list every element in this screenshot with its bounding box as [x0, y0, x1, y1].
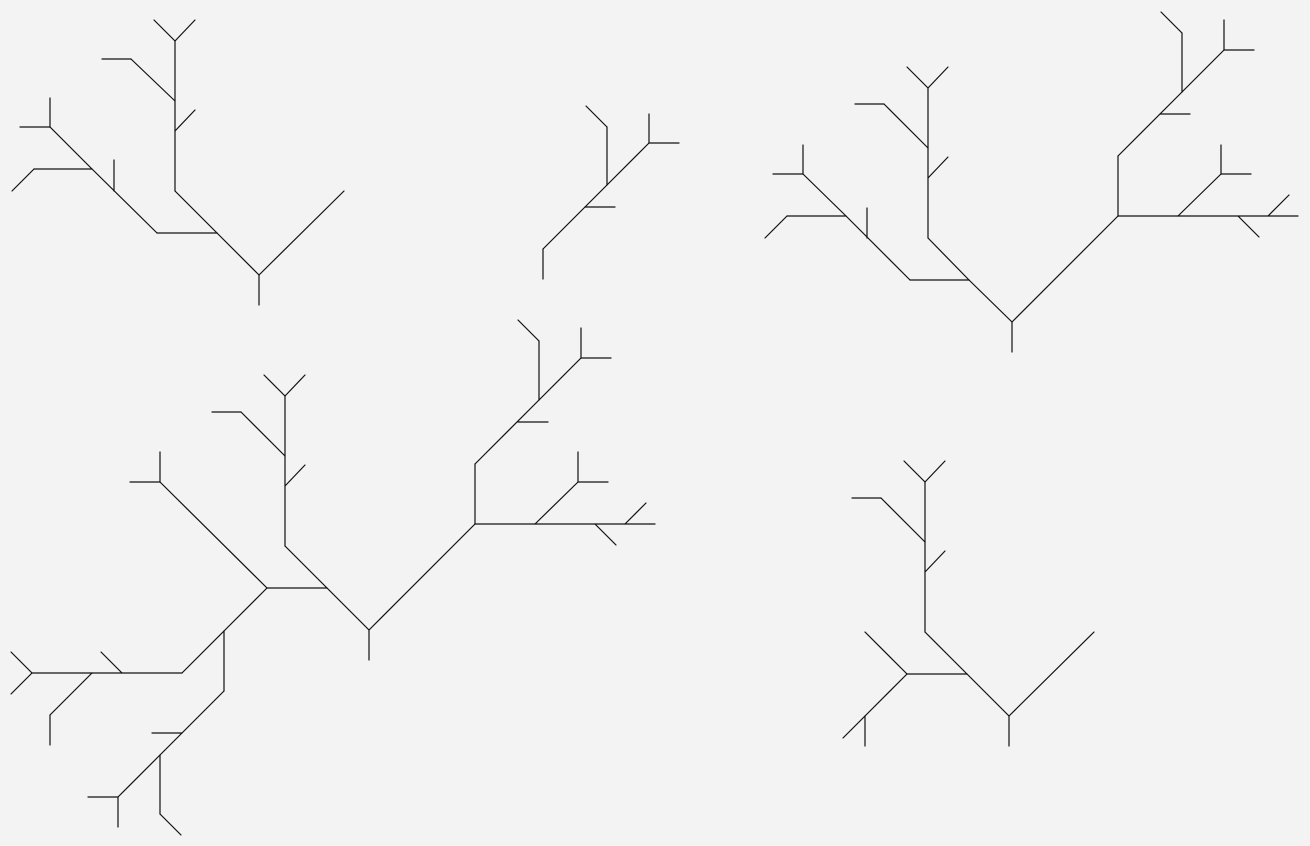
branch-segment: [538, 357, 582, 401]
branch-segment: [517, 319, 540, 342]
branch-segment: [174, 190, 218, 234]
branch-segment: [368, 523, 476, 631]
branch-segment: [542, 184, 608, 250]
branch-segment: [624, 502, 647, 525]
branch-segment: [10, 672, 33, 695]
branch-segment: [284, 374, 306, 397]
branch-segment: [100, 651, 123, 674]
branch-segment: [802, 173, 847, 217]
branch-segment: [1117, 91, 1183, 157]
branch-segment: [117, 754, 161, 798]
branch-segment: [966, 673, 1010, 717]
branch-segment: [174, 109, 196, 132]
branch-segment: [1177, 173, 1222, 217]
branch-segment: [240, 411, 286, 457]
branch-segment: [924, 550, 946, 573]
branch-segment: [49, 126, 93, 170]
branch-segment: [174, 19, 196, 42]
branch-segment: [864, 673, 908, 717]
branch-segment: [159, 690, 225, 756]
branch-segment: [1237, 215, 1260, 238]
branching-figure-small-top-center: [542, 105, 680, 280]
branch-segment: [1008, 631, 1095, 717]
branch-segment: [845, 215, 911, 281]
branch-segment: [880, 497, 926, 543]
branch-segment: [263, 374, 286, 397]
branch-segment: [130, 58, 176, 102]
branch-segment: [11, 168, 35, 192]
branch-segment: [216, 232, 260, 276]
branch-segment: [181, 630, 225, 674]
branching-figure-top-right: [764, 11, 1299, 353]
branch-segment: [1160, 11, 1183, 34]
branch-segment: [594, 523, 617, 546]
branch-segment: [284, 545, 328, 589]
branch-segment: [842, 715, 866, 739]
branch-segment: [284, 464, 306, 487]
branch-segment: [258, 190, 345, 276]
branch-segment: [91, 168, 158, 234]
branch-segment: [326, 587, 370, 631]
branch-segment: [223, 587, 268, 632]
branch-segment: [927, 66, 949, 89]
branching-figure-large-bottom-left: [10, 319, 656, 836]
branch-segment: [534, 481, 579, 525]
branch-segment: [1011, 215, 1119, 323]
branch-segment: [968, 279, 1013, 323]
branch-segment: [49, 672, 93, 716]
branch-segment: [159, 813, 182, 836]
branch-segment: [924, 460, 946, 483]
branch-segment: [1267, 194, 1290, 217]
branch-segment: [924, 631, 968, 675]
branch-segment: [764, 215, 788, 239]
branch-segment: [153, 19, 176, 42]
branch-segment: [10, 651, 33, 674]
branch-segment: [864, 631, 908, 675]
branch-segment: [927, 156, 949, 179]
branch-segment: [906, 66, 929, 89]
branch-segment: [606, 142, 650, 186]
branch-segment: [474, 399, 540, 465]
branch-segment: [159, 481, 268, 589]
branch-segment: [927, 237, 970, 281]
branch-segment: [883, 103, 929, 149]
branching-figure-top-left: [11, 19, 345, 306]
branch-segment: [585, 105, 608, 128]
branch-segment: [1181, 49, 1225, 93]
branching-figure-bottom-right: [842, 460, 1095, 747]
branch-segment: [903, 460, 926, 483]
